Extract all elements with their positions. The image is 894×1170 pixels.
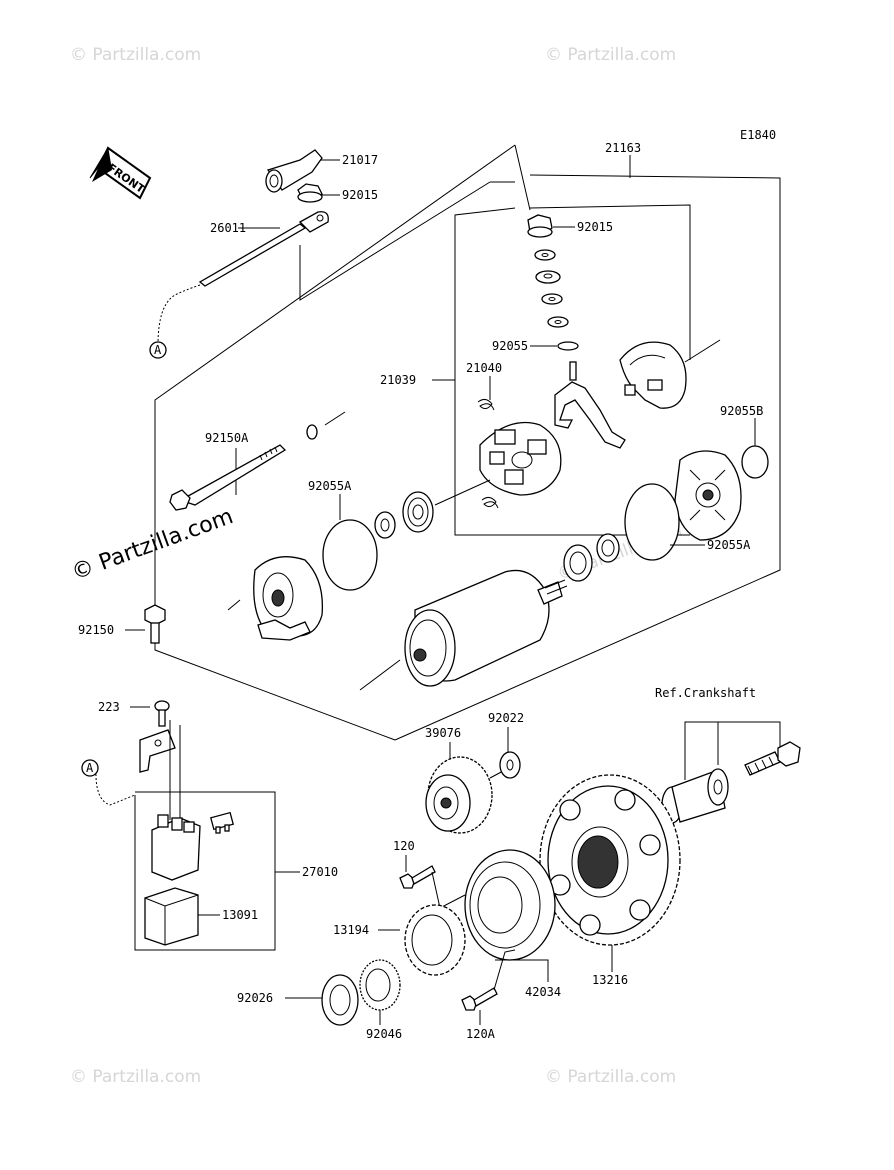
part-13194-one-way-clutch — [404, 904, 466, 976]
label-92150: 92150 — [78, 623, 114, 637]
ball-bearing-right — [563, 544, 593, 582]
connector-a-marker-bottom — [81, 759, 99, 777]
label-120: 120 — [393, 839, 415, 853]
label-21039: 21039 — [380, 373, 416, 387]
washer-stack — [534, 249, 569, 328]
watermark-bottom-right: © Partzilla.com — [545, 1067, 676, 1087]
label-92055: 92055 — [492, 339, 528, 353]
label-13194: 13194 — [333, 923, 369, 937]
part-223-screw — [154, 700, 170, 727]
thrust-washer — [374, 511, 396, 539]
connector-a-marker-top — [149, 341, 167, 359]
starter-rear-housing — [674, 450, 742, 541]
label-27010: 27010 — [302, 865, 338, 879]
diagram-code: E1840 — [740, 128, 776, 142]
crankshaft-collar — [661, 768, 729, 824]
label-39076: 39076 — [425, 726, 461, 740]
part-26011-cable — [157, 211, 329, 346]
label-120A: 120A — [466, 1027, 496, 1041]
ref-crankshaft-label: Ref.Crankshaft — [655, 686, 756, 700]
watermark-main: © Partzilla.com — [69, 504, 237, 586]
starter-motor-yoke — [404, 569, 568, 687]
starter-end-cover — [619, 341, 687, 409]
part-92015-nut-top — [297, 183, 323, 203]
part-39076-idle-gear — [425, 756, 493, 834]
label-13216: 13216 — [592, 973, 628, 987]
label-92026: 92026 — [237, 991, 273, 1005]
watermark-top-right: © Partzilla.com — [545, 45, 676, 65]
part-92150A-long-bolt — [169, 444, 287, 511]
part-13216-starter-clutch-gear — [539, 774, 681, 946]
part-92015-nut-inner — [527, 214, 553, 238]
part-92046-needle-bearing — [359, 959, 401, 1011]
label-42034: 42034 — [525, 985, 561, 999]
part-92055-o-ring — [557, 341, 579, 351]
part-120-bolt — [399, 865, 436, 889]
watermark-top-left: © Partzilla.com — [70, 45, 201, 65]
part-92055A-o-ring-right — [624, 483, 680, 561]
label-223: 223 — [98, 700, 120, 714]
starter-relay — [151, 814, 201, 881]
terminal-bracket — [554, 361, 626, 449]
part-92022-washer — [499, 751, 521, 779]
relay-bracket — [139, 729, 176, 773]
circlip — [306, 424, 318, 440]
fuse — [209, 811, 235, 834]
part-120A-bolt — [461, 987, 498, 1011]
part-13091-relay-cover — [144, 887, 199, 946]
label-21163: 21163 — [605, 141, 641, 155]
starter-front-housing — [253, 556, 324, 641]
part-92055B-o-ring — [741, 445, 769, 479]
label-92015-inner: 92015 — [577, 220, 613, 234]
label-92046: 92046 — [366, 1027, 402, 1041]
crankshaft-bolt — [744, 741, 801, 776]
part-42034-one-way-clutch-housing — [464, 849, 556, 961]
part-21039-brush-plate — [479, 421, 562, 496]
label-92055B: 92055B — [720, 404, 763, 418]
label-21017: 21017 — [342, 153, 378, 167]
assembly-frame — [154, 144, 781, 741]
label-26011: 26011 — [210, 221, 246, 235]
connector-a-label-bottom: A — [86, 761, 94, 775]
part-92150-bolt — [144, 604, 166, 644]
label-92015-top: 92015 — [342, 188, 378, 202]
part-21040-brush-spring-top — [477, 398, 495, 411]
ball-bearing-left — [402, 491, 434, 533]
front-arrow-icon: FRONT — [89, 146, 152, 200]
oil-seal-right — [596, 533, 620, 563]
part-92026-washer — [321, 974, 359, 1026]
label-13091: 13091 — [222, 908, 258, 922]
label-92150A: 92150A — [205, 431, 249, 445]
part-21017-terminal-boot — [265, 149, 323, 193]
part-92055A-o-ring-left — [322, 519, 378, 591]
label-21040: 21040 — [466, 361, 502, 375]
label-92022: 92022 — [488, 711, 524, 725]
label-92055A-right: 92055A — [707, 538, 751, 552]
label-92055A-left: 92055A — [308, 479, 352, 493]
connector-a-label-top: A — [154, 343, 162, 357]
watermark-bottom-left: © Partzilla.com — [70, 1067, 201, 1087]
part-21040-brush-spring-bottom — [481, 496, 499, 509]
